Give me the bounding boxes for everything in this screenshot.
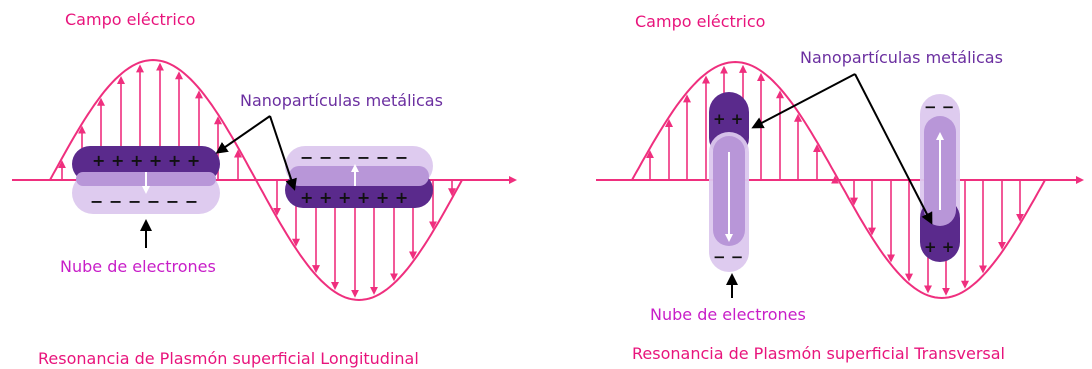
right-pointer-to-particle-b xyxy=(854,73,933,225)
left-particle-b-plus-charges: + + + + + + xyxy=(300,188,408,207)
left-particle-b-minus-charges: − − − − − − xyxy=(300,148,408,167)
left-nanoparticles-label: Nanopartículas metálicas xyxy=(240,91,443,110)
left-electron-cloud-label: Nube de electrones xyxy=(60,257,216,276)
right-particle-b-plus-charges: + + xyxy=(924,238,954,256)
right-particle-b: − − + + xyxy=(920,94,960,262)
left-particle-a: + + + + + + − − − − − − xyxy=(72,146,220,214)
right-particle-a-plus-charges: + + xyxy=(713,110,743,128)
left-particle-a-minus-charges: − − − − − − xyxy=(90,192,198,211)
right-field-label: Campo eléctrico xyxy=(635,12,765,31)
right-panel: + + − − − − + + Campo eléctrico Nanopart… xyxy=(596,12,1084,363)
left-pointer-to-particle-a xyxy=(215,115,271,154)
left-field-label: Campo eléctrico xyxy=(65,10,195,29)
left-pointer-to-particle-b xyxy=(269,115,297,191)
left-caption: Resonancia de Plasmón superficial Longit… xyxy=(38,349,419,368)
right-particle-b-minus-charges: − − xyxy=(924,98,954,116)
left-particle-b-overlap xyxy=(289,166,429,186)
right-particle-a: + + − − xyxy=(709,92,749,272)
right-nanoparticles-label: Nanopartículas metálicas xyxy=(800,48,1003,67)
right-particle-a-minus-charges: − − xyxy=(713,248,743,266)
right-caption: Resonancia de Plasmón superficial Transv… xyxy=(632,344,1005,363)
right-pointer-to-particle-a xyxy=(751,73,856,129)
right-electron-cloud-label: Nube de electrones xyxy=(650,305,806,324)
left-particle-b: − − − − − − + + + + + + xyxy=(285,146,433,208)
left-particle-a-plus-charges: + + + + + + xyxy=(92,151,200,170)
left-panel: + + + + + + − − − − − − − − − − − − + + … xyxy=(12,10,517,368)
